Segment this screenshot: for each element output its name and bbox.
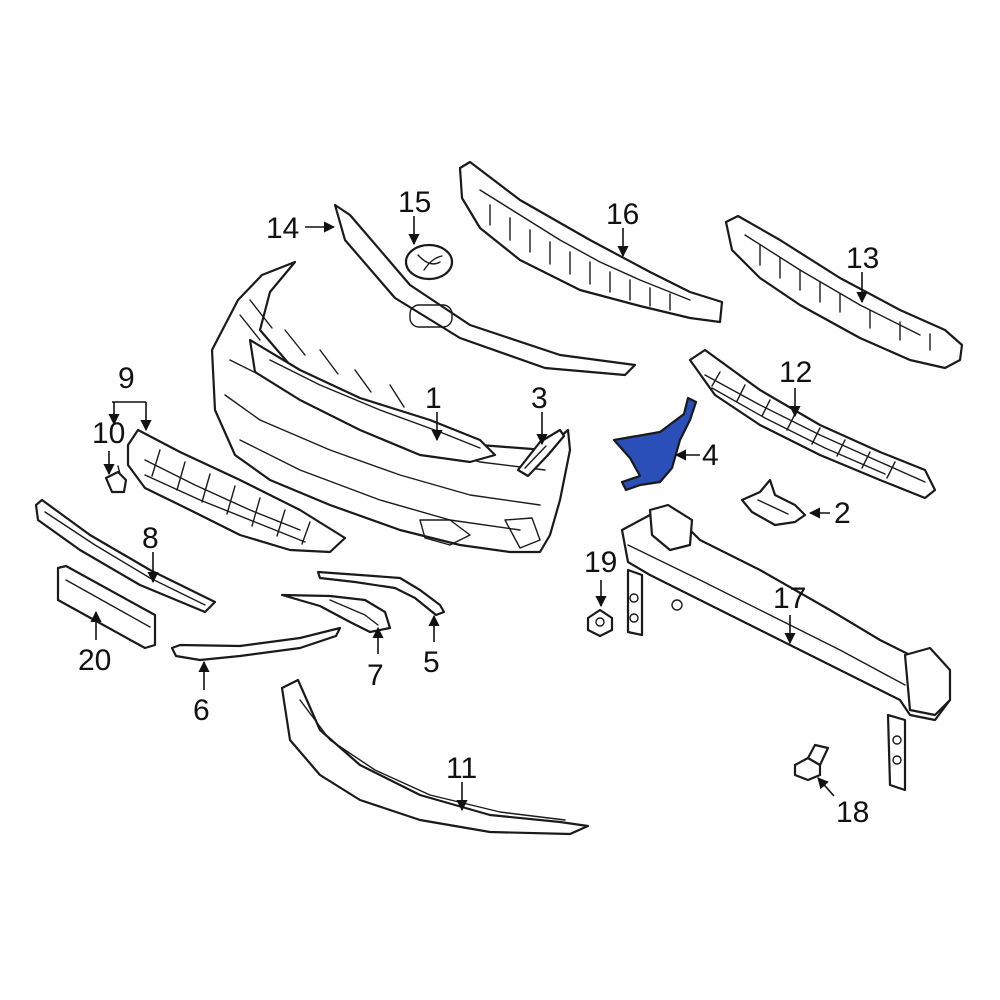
part-17-reinforcement-beam[interactable] (620, 503, 952, 792)
part-7-fog-bezel[interactable] (280, 593, 392, 634)
callout-12: 12 (779, 356, 812, 389)
callout-19: 19 (584, 546, 617, 579)
callout-7: 7 (367, 659, 384, 692)
part-2-clip-bracket[interactable] (740, 478, 807, 527)
part-1-bumper-cover[interactable] (210, 260, 572, 554)
part-19-nut[interactable] (586, 608, 614, 638)
callout-1: 1 (425, 382, 442, 415)
callout-6: 6 (193, 694, 210, 727)
callout-17: 17 (773, 582, 806, 615)
callout-3: 3 (531, 382, 548, 415)
part-10-clip[interactable] (104, 465, 128, 494)
callout-8: 8 (142, 522, 159, 555)
callout-11: 11 (446, 752, 477, 785)
callout-20: 20 (78, 644, 111, 677)
part-12-lower-grille[interactable] (688, 348, 937, 500)
part-9-lower-grille[interactable] (126, 428, 347, 554)
callout-15: 15 (398, 186, 431, 219)
callout-4: 4 (702, 439, 719, 472)
callout-13: 13 (846, 242, 879, 275)
part-16-upper-absorber[interactable] (458, 160, 724, 324)
part-20-plate-bracket[interactable] (56, 564, 157, 650)
callout-10: 10 (92, 417, 125, 450)
callout-14: 14 (266, 212, 299, 245)
part-18-bolt[interactable] (793, 743, 830, 782)
part-11-lower-lip[interactable] (280, 678, 590, 836)
leader-18 (817, 777, 835, 797)
callout-labels: 1 2 3 4 5 6 7 8 9 10 11 12 13 14 15 16 1… (78, 186, 879, 829)
part-8-trim-strip[interactable] (34, 498, 217, 614)
part-6-chrome-strip[interactable] (170, 626, 342, 662)
callout-5: 5 (423, 646, 440, 679)
callout-9: 9 (118, 362, 135, 395)
callout-16: 16 (606, 198, 639, 231)
part-5-side-trim[interactable] (316, 570, 446, 617)
part-15-emblem[interactable] (404, 243, 454, 281)
callout-2: 2 (834, 497, 851, 530)
part-14-upper-trim[interactable] (333, 203, 637, 377)
callout-18: 18 (836, 796, 869, 829)
leader-lines (90, 216, 868, 812)
part-4-bracket-highlighted[interactable] (612, 396, 698, 492)
part-13-energy-absorber[interactable] (724, 214, 964, 370)
